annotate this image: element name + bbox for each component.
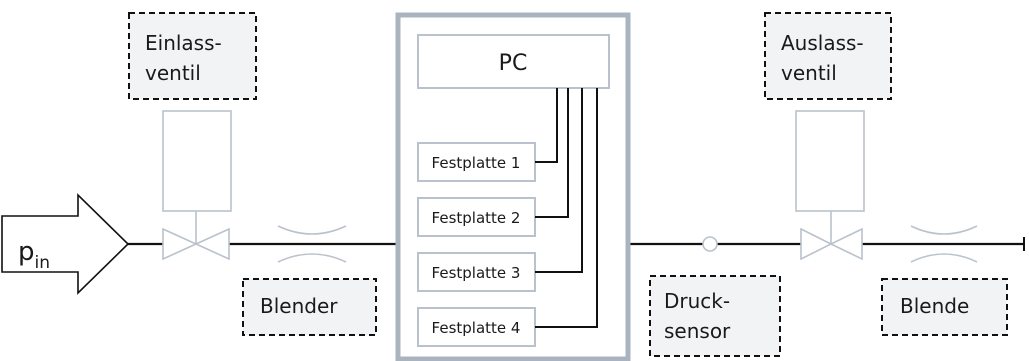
inlet-pressure-arrow: pin [1, 193, 130, 295]
outlet-valve-actuator [795, 110, 865, 212]
right-restrictor [910, 225, 978, 263]
pressure-sensor-label: Druck- sensor [649, 275, 781, 357]
disk-2-label: Festplatte 2 [432, 209, 521, 227]
disk-3: Festplatte 3 [417, 252, 536, 292]
svg-text:pin: pin [18, 237, 50, 273]
inlet-pressure-subscript: in [35, 253, 51, 273]
pressure-sensor-icon [702, 236, 718, 252]
pressure-sensor-label-line2: sensor [664, 319, 731, 343]
inlet-valve-label-line1: Einlass- [145, 31, 222, 55]
inlet-valve [162, 110, 232, 261]
disk-3-label: Festplatte 3 [432, 264, 521, 282]
disk-1: Festplatte 1 [417, 142, 536, 182]
outlet-valve-label-line1: Auslass- [781, 31, 864, 55]
inlet-valve-body [162, 227, 198, 261]
pc-disk-wiring [535, 88, 598, 328]
inlet-valve-label: Einlass- ventil [128, 12, 257, 100]
disk-4: Festplatte 4 [417, 307, 536, 347]
right-restrictor-label: Blende [881, 278, 1008, 336]
left-restrictor-label: Blender [242, 278, 377, 336]
left-restrictor [277, 225, 347, 263]
disk-1-label: Festplatte 1 [432, 154, 521, 172]
outlet-valve-label: Auslass- ventil [764, 12, 892, 100]
right-restrictor-label-text: Blende [900, 294, 969, 318]
outlet-valve [795, 110, 865, 261]
left-restrictor-label-text: Blender [260, 294, 338, 318]
pc-box: PC [417, 34, 610, 89]
pressure-sensor-label-line1: Druck- [664, 289, 730, 313]
inlet-valve-label-line2: ventil [145, 61, 201, 85]
inlet-valve-actuator [162, 110, 232, 212]
disk-4-label: Festplatte 4 [432, 319, 521, 337]
outlet-valve-body [800, 227, 833, 261]
pc-label: PC [499, 51, 528, 76]
inlet-pressure-label: p [18, 237, 35, 267]
disk-2: Festplatte 2 [417, 197, 536, 237]
outlet-valve-label-line2: ventil [781, 61, 837, 85]
